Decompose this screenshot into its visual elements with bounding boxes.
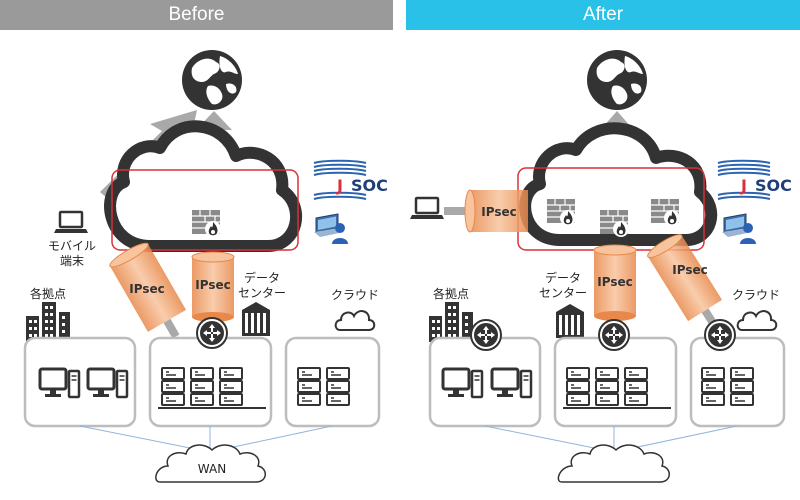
datacenter-label: データ	[244, 270, 280, 285]
jsoc-logo: J SOC	[717, 159, 792, 200]
server-rack-icon	[219, 367, 243, 406]
firewall-icon	[546, 198, 577, 227]
after-header: After	[406, 0, 800, 30]
wan-cloud-icon	[557, 444, 670, 483]
jsoc-logo: J SOC	[313, 159, 388, 200]
firewall-icon	[191, 209, 222, 238]
server-rack-icon	[326, 367, 350, 406]
building-icon	[429, 302, 473, 342]
building-icon	[26, 302, 70, 342]
mobile-device-label-line2: 端末	[60, 254, 84, 268]
ipsec-label-datacenter: IPsec	[597, 275, 632, 289]
server-rack-icon	[595, 367, 619, 406]
globe-icon	[182, 50, 242, 110]
datacenter-building-icon	[242, 302, 270, 336]
server-rack-icon	[624, 367, 648, 406]
ipsec-tunnel-mobile	[444, 189, 528, 233]
soc-monitor-icon	[313, 213, 349, 245]
server-rack-icon	[701, 367, 725, 406]
before-header: Before	[0, 0, 393, 30]
svg-text:SOC: SOC	[351, 176, 388, 195]
cloud-service-label: クラウド	[732, 288, 780, 302]
small-cloud-icon	[736, 310, 778, 331]
wan-cloud-icon	[155, 444, 266, 483]
mobile-device-label: モバイル	[48, 239, 96, 253]
wan-link	[484, 425, 615, 453]
laptop-icon	[52, 210, 90, 235]
cloud-service-label: クラウド	[331, 288, 379, 302]
ipsec-label-cloud: IPsec	[672, 263, 707, 277]
ipsec-tunnel-cloud	[647, 234, 723, 328]
after-panel: IPsec IPsec IPsec 各拠点 データ セ	[408, 50, 792, 483]
ipsec-label-branch: IPsec	[129, 282, 164, 296]
server-rack-icon	[297, 367, 321, 406]
datacenter-label-line2: センター	[238, 286, 286, 300]
firewall-icon	[599, 209, 630, 238]
datacenter-building-icon	[556, 304, 584, 338]
before-panel: モバイル 端末 IPsec IPsec 各拠点 データ センター クラウ	[23, 50, 388, 483]
ipsec-tunnel-branch	[109, 242, 187, 339]
server-rack-icon	[190, 367, 214, 406]
soc-monitor-icon	[721, 213, 757, 245]
server-rack-icon	[161, 367, 185, 406]
wan-link	[79, 425, 211, 453]
server-rack-icon	[730, 367, 754, 406]
small-cloud-icon	[334, 310, 376, 331]
router-icon	[704, 319, 736, 351]
firewall-icon	[650, 198, 681, 227]
cloud-icon	[104, 120, 303, 252]
server-rack-icon	[566, 367, 590, 406]
router-icon	[196, 317, 228, 349]
globe-icon	[587, 50, 647, 110]
branch-label: 各拠点	[433, 286, 469, 301]
laptop-icon	[408, 196, 446, 221]
ipsec-tunnel-datacenter	[191, 251, 235, 322]
ipsec-label-datacenter: IPsec	[195, 278, 230, 292]
ipsec-label-mobile: IPsec	[481, 205, 516, 219]
router-icon	[470, 319, 502, 351]
datacenter-label: データ	[545, 270, 581, 285]
branch-label: 各拠点	[30, 286, 66, 301]
svg-text:J: J	[740, 176, 747, 195]
router-icon	[598, 319, 630, 351]
svg-text:J: J	[336, 176, 343, 195]
security-gateway-highlight	[111, 169, 299, 251]
svg-text:SOC: SOC	[755, 176, 792, 195]
datacenter-label-line2: センター	[539, 286, 587, 300]
wan-label: WAN	[198, 462, 226, 476]
ipsec-tunnel-datacenter	[593, 244, 637, 321]
